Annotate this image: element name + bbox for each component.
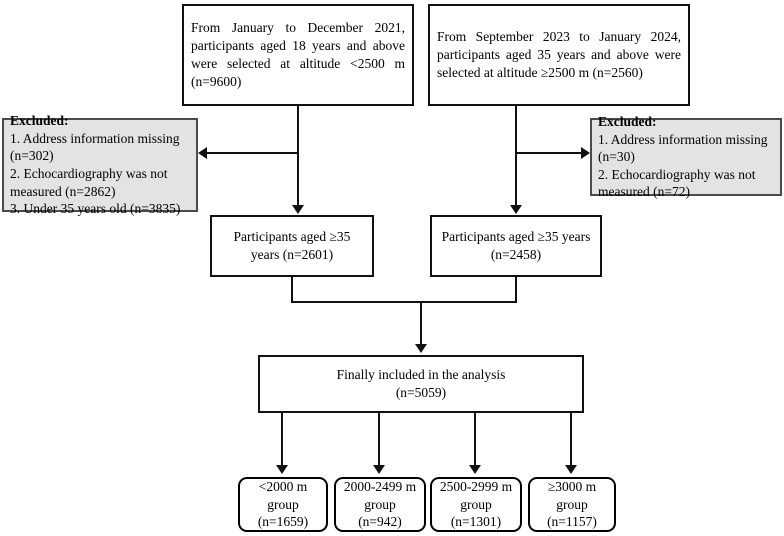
box-source-high-altitude: From September 2023 to January 2024, par… <box>428 4 690 106</box>
connector-group-1-vertical <box>281 413 283 467</box>
connector-left-exclusion-horizontal <box>206 152 298 154</box>
arrowhead-to-final-included <box>415 344 427 353</box>
connector-right-exclusion-horizontal <box>516 152 583 154</box>
excluded-right-title: Excluded: <box>598 114 657 130</box>
arrowhead-left-to-eligible <box>292 205 304 214</box>
eligible-left-line1: Participants aged ≥35 <box>233 229 351 245</box>
excluded-right-item-1: 1. Address information missing (n=30) <box>598 131 768 165</box>
arrowhead-group-1 <box>276 465 288 474</box>
connector-group-3-vertical <box>474 413 476 467</box>
final-included-line1: Finally included in the analysis <box>336 367 506 383</box>
connector-left-vertical <box>297 106 299 206</box>
group-1-line1: <2000 m <box>258 479 308 495</box>
excluded-left-item-1: 1. Address information missing (n=302) <box>10 130 180 164</box>
connector-right-vertical <box>515 106 517 206</box>
box-group-4: ≥3000 m group (n=1157) <box>528 477 616 532</box>
excluded-right-item-2: 2. Echocardiography was not measured (n=… <box>598 166 756 200</box>
box-group-1: <2000 m group (n=1659) <box>238 477 328 532</box>
box-group-3: 2500-2999 m group (n=1301) <box>430 477 522 532</box>
connector-merge-horizontal <box>291 301 517 303</box>
excluded-left-item-3: 3. Under 35 years old (n=3835) <box>10 201 181 217</box>
final-included-line2: (n=5059) <box>395 385 447 400</box>
connector-group-4-vertical <box>570 413 572 467</box>
group-4-line3: (n=1157) <box>547 514 597 530</box>
box-eligible-right: Participants aged ≥35 years (n=2458) <box>430 215 602 277</box>
group-2-line3: (n=942) <box>358 514 402 530</box>
excluded-left-item-2: 2. Echocardiography was not measured (n=… <box>10 166 168 199</box>
group-4-line2: group <box>556 496 588 512</box>
box-source-low-altitude: From January to December 2021, participa… <box>182 4 414 106</box>
group-1-line3: (n=1659) <box>257 514 309 530</box>
group-4-line1: ≥3000 m <box>547 479 597 495</box>
eligible-right-line1: Participants aged ≥35 years <box>441 229 591 245</box>
box-source-low-altitude-text: From January to December 2021, participa… <box>191 20 405 89</box>
box-group-2: 2000-2499 m group (n=942) <box>334 477 426 532</box>
group-3-line2: group <box>460 496 492 512</box>
connector-merge-down <box>420 301 422 345</box>
box-final-included: Finally included in the analysis (n=5059… <box>258 355 584 413</box>
group-2-line2: group <box>364 496 396 512</box>
connector-merge-left-stem <box>291 277 293 303</box>
connector-group-2-vertical <box>378 413 380 467</box>
arrowhead-group-4 <box>565 465 577 474</box>
box-excluded-left: Excluded: 1. Address information missing… <box>2 113 198 216</box>
box-eligible-left: Participants aged ≥35 years (n=2601) <box>210 215 374 277</box>
arrowhead-left-exclusion <box>198 147 207 159</box>
group-2-line1: 2000-2499 m <box>343 479 417 495</box>
arrowhead-group-3 <box>469 465 481 474</box>
arrowhead-group-2 <box>373 465 385 474</box>
group-3-line3: (n=1301) <box>450 514 502 530</box>
box-excluded-right: Excluded: 1. Address information missing… <box>590 114 782 199</box>
eligible-right-line2: (n=2458) <box>490 247 542 262</box>
group-3-line1: 2500-2999 m <box>439 479 513 495</box>
arrowhead-right-exclusion <box>581 147 590 159</box>
arrowhead-right-to-eligible <box>510 205 522 214</box>
eligible-left-line2: years (n=2601) <box>250 247 334 262</box>
box-source-high-altitude-text: From September 2023 to January 2024, par… <box>437 29 681 80</box>
group-1-line2: group <box>267 496 299 512</box>
connector-merge-right-stem <box>515 277 517 303</box>
excluded-left-title: Excluded: <box>10 113 69 129</box>
